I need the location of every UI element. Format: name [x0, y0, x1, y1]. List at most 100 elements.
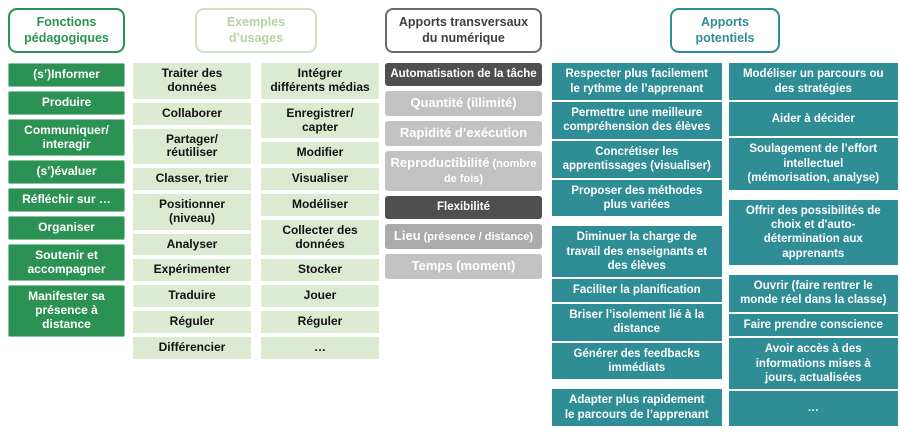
usage-box-label: Intégrer différents médias: [270, 66, 370, 95]
usage-box: Modéliser: [261, 194, 379, 216]
usages-list-right: Intégrer différents médias Enregistrer/ …: [261, 63, 379, 362]
potentiels-list-left: Respecter plus facilement le rythme de l…: [552, 63, 722, 428]
fonctions-list: (s’)Informer Produire Communiquer/ inter…: [8, 63, 125, 341]
digital-benefit-box: Lieu(présence / distance): [385, 224, 542, 250]
potentiels-list-right: Modéliser un parcours ou des stratégies …: [728, 63, 898, 427]
digital-benefit-label: Automatisation de la tâche: [390, 68, 537, 81]
usage-box: Visualiser: [261, 168, 379, 191]
function-box: Produire: [8, 91, 125, 115]
digital-benefit-note: (présence / distance): [423, 231, 534, 244]
column-apports-potentiels: Apports potentiels Respecter plus facile…: [552, 6, 898, 428]
usage-box-label: Traduire: [168, 288, 216, 303]
potential-benefit-label: Aider à décider: [771, 113, 855, 125]
column-apports-transversaux: Apports transversaux du numérique Automa…: [385, 6, 542, 284]
digital-benefit-label: Reproductibilité: [390, 155, 490, 171]
potential-benefit-box: Concrétiser les apprentissages (visualis…: [552, 140, 722, 178]
usage-box: Intégrer différents médias: [261, 63, 379, 99]
exemples-usages-columns: Traiter des données Collaborer Partager/…: [133, 63, 379, 362]
function-box-label: (s’)évaluer: [36, 164, 97, 179]
usage-box: Expérimenter: [133, 259, 251, 282]
potential-benefit-label: Soulagement de l’effort intellectuel (mé…: [747, 143, 880, 185]
potential-benefit-box: Adapter plus rapidement le parcours de l…: [552, 389, 722, 426]
usage-box-label: Jouer: [303, 288, 337, 303]
usage-box-label: Modéliser: [291, 197, 348, 212]
usage-box: Stocker: [261, 259, 379, 282]
function-box-label: Organiser: [38, 220, 95, 235]
usage-box-label: Réguler: [169, 314, 215, 329]
column-exemples-usages: Exemples d’usages Traiter des données Co…: [133, 6, 379, 363]
apports-transversaux-header-label: Apports transversaux du numérique: [398, 15, 529, 45]
potential-benefit-box: Faciliter la planification: [552, 279, 722, 302]
potential-benefit-box: Modéliser un parcours ou des stratégies: [728, 63, 898, 100]
digital-benefit-box: Rapidité d’exécution: [385, 121, 542, 147]
digital-benefit-box: Automatisation de la tâche: [385, 63, 542, 87]
potential-benefit-box: Briser l’isolement lié à la distance: [552, 303, 722, 341]
usage-box-label: Collaborer: [161, 105, 222, 120]
usage-box-label: Analyser: [166, 236, 218, 251]
potential-benefit-box: Diminuer la charge de travail des enseig…: [552, 226, 722, 278]
potential-benefit-label: Avoir accès à des informations mises à j…: [755, 343, 871, 384]
usage-box: Modifier: [261, 142, 379, 165]
function-box: Réfléchir sur …: [8, 188, 125, 213]
digital-benefit-box: Flexibilité: [385, 196, 542, 220]
usage-box: Réguler: [261, 311, 379, 333]
usage-box: Différencier: [133, 336, 251, 359]
usage-box-label: Positionner (niveau): [158, 197, 225, 225]
potential-benefit-label: Permettre une meilleure compréhension de…: [563, 107, 711, 134]
usage-box: Jouer: [261, 285, 379, 308]
potential-benefit-label: Faire prendre conscience: [743, 318, 883, 331]
potential-benefit-box: Permettre une meilleure compréhension de…: [552, 102, 722, 139]
digital-benefit-label: Lieu: [393, 228, 421, 244]
function-box: (s’)évaluer: [8, 160, 125, 185]
apports-transversaux-header: Apports transversaux du numérique: [385, 8, 542, 54]
digital-benefit-box: Temps (moment): [385, 254, 542, 280]
usage-box-label: Traiter des données: [161, 66, 223, 95]
potential-benefit-label: Respecter plus facilement le rythme de l…: [565, 68, 709, 95]
function-box: Soutenir et accompagner: [8, 243, 125, 282]
exemples-usages-header-label: Exemples d’usages: [226, 15, 286, 45]
potential-benefit-box: Ouvrir (faire rentrer le monde réel dans…: [728, 275, 898, 312]
usage-box-label: Classer, trier: [155, 171, 229, 186]
fonctions-pedagogiques-header-label: Fonctions pédagogiques: [24, 15, 109, 45]
usage-box: Collaborer: [133, 102, 251, 125]
potential-benefit-box: Avoir accès à des informations mises à j…: [728, 338, 898, 390]
digital-benefit-box: Reproductibilité(nombre de fois): [385, 151, 542, 192]
column-fonctions-pedagogiques: Fonctions pédagogiques (s’)Informer Prod…: [8, 6, 125, 341]
usage-box: Enregistrer/ capter: [261, 102, 379, 139]
potential-benefit-label: Ouvrir (faire rentrer le monde réel dans…: [740, 280, 887, 307]
potential-benefit-box: Soulagement de l’effort intellectuel (mé…: [728, 138, 898, 190]
digital-benefit-box: Quantité (illimité): [385, 91, 542, 117]
digital-benefit-label: Temps (moment): [411, 258, 516, 274]
usage-box: Traiter des données: [133, 63, 251, 99]
potential-benefit-label: Adapter plus rapidement le parcours de l…: [564, 394, 709, 421]
usage-box-label: Visualiser: [291, 171, 349, 186]
digital-benefit-label: Flexibilité: [436, 201, 491, 214]
function-box: Organiser: [8, 216, 125, 240]
usage-box-label: Réguler: [297, 314, 343, 329]
potential-benefit-label: …: [807, 402, 820, 415]
potential-benefit-label: Modéliser un parcours ou des stratégies: [742, 68, 884, 95]
function-box-label: Communiquer/ interagir: [24, 122, 109, 151]
function-box: Manifester sa présence à distance: [8, 285, 125, 337]
usage-box: Partager/ réutiliser: [133, 128, 251, 165]
usage-box-label: Collecter des données: [282, 222, 358, 251]
fonctions-pedagogiques-header: Fonctions pédagogiques: [8, 8, 125, 54]
digital-benefit-label: Rapidité d’exécution: [399, 125, 528, 141]
function-box: Communiquer/ interagir: [8, 118, 125, 157]
potential-benefit-label: Diminuer la charge de travail des enseig…: [566, 231, 708, 272]
potential-benefit-box: Proposer des méthodes plus variées: [552, 179, 722, 217]
usage-box: Positionner (niveau): [133, 194, 251, 230]
usage-box-label: …: [314, 339, 326, 354]
potential-benefit-box: Respecter plus facilement le rythme de l…: [552, 63, 722, 100]
usage-box-label: Modifier: [296, 145, 344, 160]
potential-benefit-box: Générer des feedbacks immédiats: [552, 342, 722, 380]
usage-box: Analyser: [133, 233, 251, 256]
function-box-label: Réfléchir sur …: [22, 192, 111, 207]
usage-box: Réguler: [133, 311, 251, 333]
potential-benefit-label: Générer des feedbacks immédiats: [573, 347, 701, 374]
apports-potentiels-header: Apports potentiels: [670, 8, 780, 54]
apports-potentiels-columns: Respecter plus facilement le rythme de l…: [552, 63, 898, 428]
usage-box-label: Différencier: [158, 339, 226, 354]
exemples-usages-header: Exemples d’usages: [195, 8, 317, 54]
